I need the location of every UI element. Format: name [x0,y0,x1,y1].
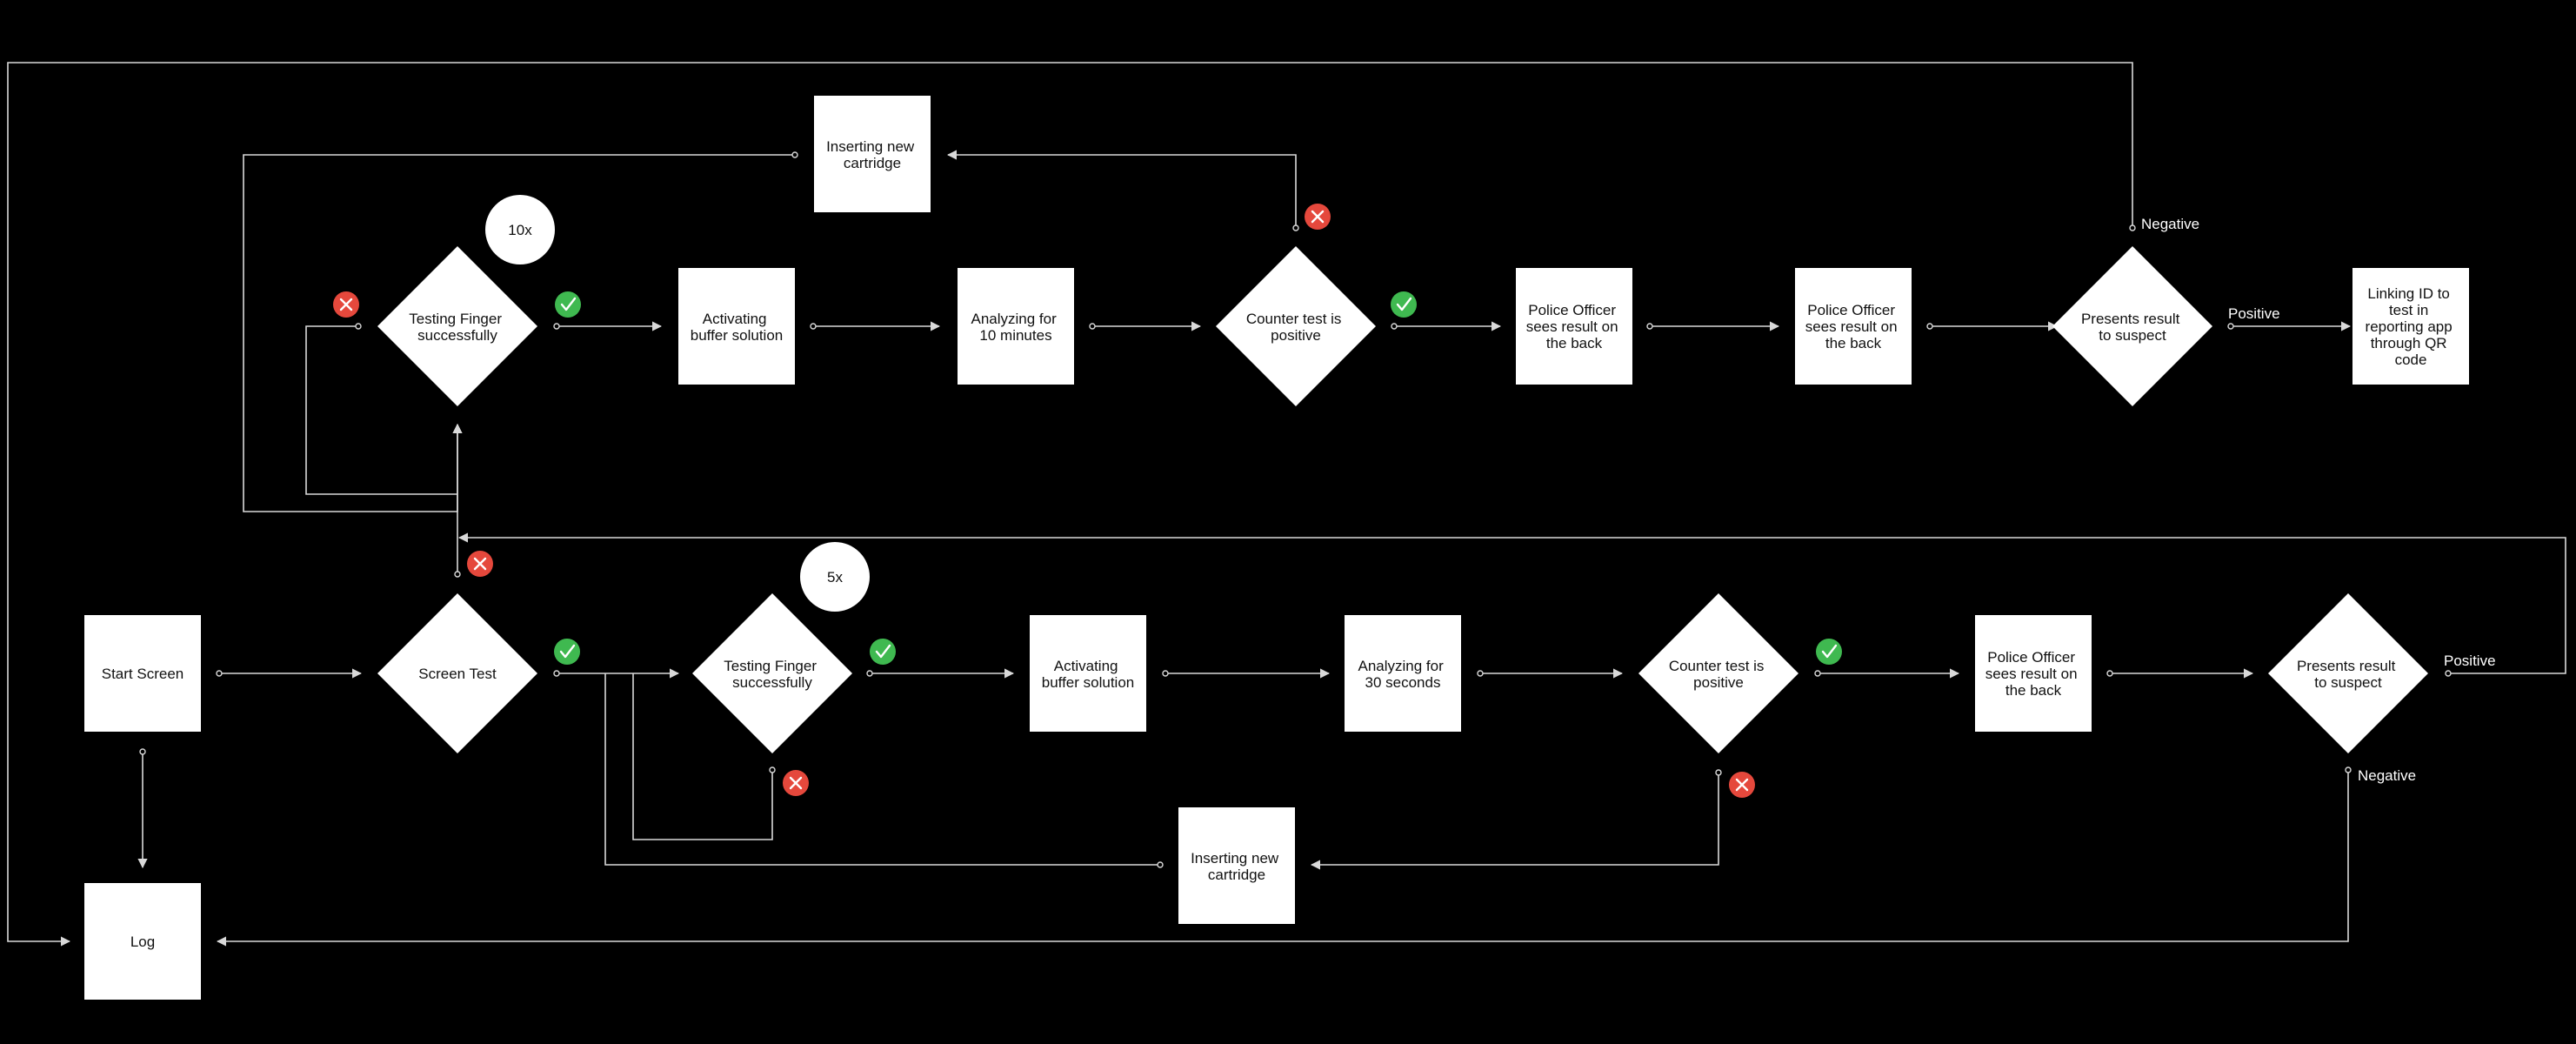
top-repeat-badge [485,195,555,264]
bottom-inserting-cartridge-node [1178,807,1295,924]
cross-icon [783,770,809,796]
bottom-counter-test-label: Counter test is positive [1669,658,1768,691]
connector-bottom-finger-retry [632,673,773,840]
bottom-negative-label: Negative [2358,767,2416,784]
bottom-analyzing-label: Analyzing for 30 seconds [1358,658,1447,691]
top-officer-1-label: Police Officer sees result on the back [1526,302,1623,351]
top-linking-id-node [2352,268,2469,385]
connector-bottom-presents-negative-to-log [216,770,2349,947]
top-repeat-badge-label: 10x [508,222,532,238]
top-officer-2-node [1795,268,1912,385]
check-icon [1391,291,1417,318]
top-analyzing-label: Analyzing for 10 minutes [971,311,1060,344]
cross-icon [1729,772,1755,798]
top-testing-finger-label: Testing Finger successfully [409,311,506,344]
cross-icon [467,551,493,577]
bottom-activating-buffer-node [1030,615,1146,732]
top-officer-1-node [1516,268,1632,385]
bottom-counter-test-node [1638,593,1799,753]
top-presents-result-label: Presents result to suspect [2081,311,2184,344]
top-presents-result-node [2052,246,2212,406]
bottom-officer-node [1975,615,2092,732]
repeat-badges: 10x 5x [485,195,870,612]
bottom-officer-label: Police Officer sees result on the back [1985,649,2082,699]
bottom-presents-result-node [2268,593,2428,753]
bottom-analyzing-node [1345,615,1461,732]
top-counter-test-node [1216,246,1376,406]
status-icons [333,204,1842,798]
cross-icon [333,291,359,318]
connector-bottom-counter-fail-to-cartridge [1310,773,1719,870]
top-analyzing-node [958,268,1074,385]
bottom-positive-label: Positive [2444,652,2496,669]
bottom-inserting-cartridge-label: Inserting new cartridge [1191,850,1283,883]
cross-icon [1305,204,1331,230]
top-officer-2-label: Police Officer sees result on the back [1805,302,1902,351]
check-icon [1816,639,1842,665]
start-screen-node [84,615,201,732]
nodes [84,96,2469,1000]
bottom-presents-result-label: Presents result to suspect [2297,658,2399,691]
bottom-testing-finger-node [692,593,852,753]
top-activating-buffer-node [678,268,795,385]
screen-test-label: Screen Test [418,666,497,682]
node-labels: Start Screen Log Screen Test Testing Fin… [102,138,2457,950]
top-activating-buffer-label: Activating buffer solution [691,311,783,344]
connector-endpoints [139,151,2452,868]
bottom-repeat-badge-label: 5x [827,569,843,586]
check-icon [554,639,580,665]
connector-bottom-presents-positive-to-top-finger [457,532,2566,674]
connectors [7,62,2566,947]
bottom-repeat-badge [800,542,870,612]
top-counter-test-label: Counter test is positive [1246,311,1345,344]
log-label: Log [130,934,155,950]
bottom-testing-finger-label: Testing Finger successfully [724,658,821,691]
connector-bottom-cartridge-to-finger [604,673,1160,866]
start-screen-label: Start Screen [102,666,184,682]
check-icon [555,291,581,318]
top-negative-label: Negative [2141,216,2199,232]
connector-top-finger-retry [305,325,457,495]
top-inserting-cartridge-label: Inserting new cartridge [826,138,918,171]
bottom-activating-buffer-label: Activating buffer solution [1042,658,1134,691]
top-positive-label: Positive [2228,305,2280,322]
log-node [84,883,201,1000]
top-testing-finger-node [377,246,537,406]
check-icon [870,639,896,665]
top-inserting-cartridge-node [814,96,931,212]
connector-top-presents-negative-to-log [7,62,2133,947]
screen-test-node [377,593,537,753]
edge-labels: Negative Positive Positive Negative [2141,216,2496,784]
top-linking-id-label: Linking ID to test in reporting app thro… [2366,285,2457,368]
connector-top-counter-fail-to-cartridge [946,150,1297,228]
